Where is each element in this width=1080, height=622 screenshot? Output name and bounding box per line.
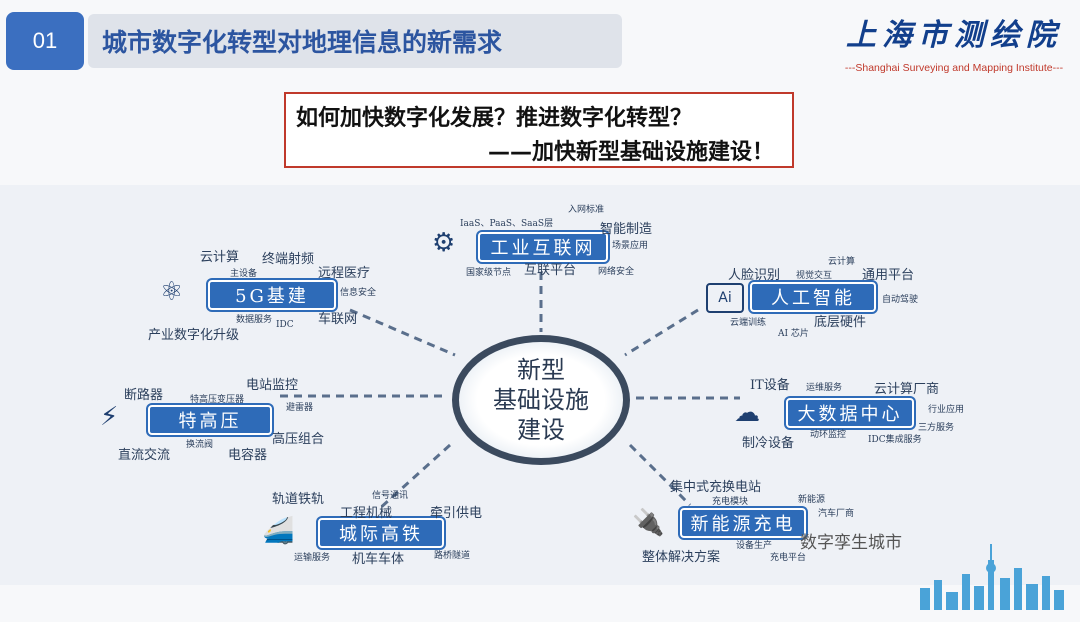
term: 机车车体 xyxy=(352,552,405,567)
term: 运输服务 xyxy=(294,553,331,563)
term: 通用平台 xyxy=(862,268,915,283)
node-uhv: 特高压 xyxy=(148,405,272,435)
term: 云端训练 xyxy=(730,318,767,328)
term: IDC集成服务 xyxy=(868,435,922,445)
term: 设备生产 xyxy=(736,541,773,551)
term: 牵引供电 xyxy=(430,506,483,521)
term: 云计算 xyxy=(200,250,240,265)
institute-logo: 上海市测绘院 ---Shanghai Surveying and Mapping… xyxy=(840,10,1068,74)
term: 行业应用 xyxy=(928,405,965,415)
cloud-data-icon: ☁ xyxy=(734,398,760,428)
term: 充电平台 xyxy=(770,553,807,563)
term: 信息安全 xyxy=(340,288,377,298)
node-industrial-internet: 工业互联网 xyxy=(478,232,608,262)
term: 数据服务 xyxy=(236,315,273,325)
term: 避雷器 xyxy=(286,403,314,413)
train-icon: 🚄 xyxy=(262,516,295,546)
callout-line-2: ——加快新型基础设施建设！ xyxy=(487,140,774,165)
slide-number-badge: 01 xyxy=(6,12,84,70)
term: 远程医疗 xyxy=(318,266,371,281)
ai-chip-icon: Ai xyxy=(706,283,744,313)
hub-line-3: 建设 xyxy=(517,416,565,444)
term: 终端射频 xyxy=(262,252,315,267)
power-tower-icon: ⚡ xyxy=(100,402,119,432)
term: 整体解决方案 xyxy=(642,550,721,565)
hub-line-2: 基础设施 xyxy=(493,386,589,414)
term: 集中式充换电站 xyxy=(670,480,762,495)
term: 轨道铁轨 xyxy=(272,492,325,507)
term: 车联网 xyxy=(318,312,358,327)
node-big-data: 大数据中心 xyxy=(786,398,914,428)
term: 高压组合 xyxy=(272,432,325,447)
term: 汽车厂商 xyxy=(818,509,855,519)
slide-title: 城市数字化转型对地理信息的新需求 xyxy=(88,14,622,68)
term: 电容器 xyxy=(228,448,268,463)
term: 自动驾驶 xyxy=(882,295,919,305)
term: 场景应用 xyxy=(612,241,649,251)
term: 三方服务 xyxy=(918,423,955,433)
atom-icon: ⚛ xyxy=(160,277,184,307)
term: 互联平台 xyxy=(524,263,577,278)
node-ai: 人工智能 xyxy=(750,282,876,312)
term: 运维服务 xyxy=(806,383,843,393)
term: IT设备 xyxy=(750,378,790,393)
term: 路桥隧道 xyxy=(434,551,471,561)
city-skyline-icon xyxy=(920,544,1064,610)
term: 主设备 xyxy=(230,269,258,279)
term: IaaS、PaaS、SaaS层 xyxy=(460,219,554,229)
logo-chinese: 上海市测绘院 xyxy=(846,18,1062,53)
term: 新能源 xyxy=(798,495,826,505)
node-5g: 5G基建 xyxy=(208,280,336,310)
term: 换流阀 xyxy=(186,440,214,450)
term: 云计算 xyxy=(828,257,856,267)
logo-english: ---Shanghai Surveying and Mapping Instit… xyxy=(844,62,1064,74)
hub-line-1: 新型 xyxy=(517,356,565,384)
term: AI 芯片 xyxy=(778,329,809,339)
term: 动环监控 xyxy=(810,430,847,440)
question-callout: 如何加快数字化发展？推进数字化转型？ ——加快新型基础设施建设！ xyxy=(284,92,794,168)
term: 视觉交互 xyxy=(796,271,833,281)
node-ev-charging: 新能源充电 xyxy=(680,508,806,538)
robot-arm-icon: ⚙ xyxy=(432,228,456,258)
term: 制冷设备 xyxy=(742,436,795,451)
ev-charger-icon: 🔌 xyxy=(632,508,665,538)
callout-line-1: 如何加快数字化发展？推进数字化转型？ xyxy=(296,106,693,131)
term: 国家级节点 xyxy=(466,268,512,278)
term: 特高压变压器 xyxy=(190,395,245,405)
term: 信号通讯 xyxy=(372,491,409,501)
term: 智能制造 xyxy=(600,222,653,237)
term: 人脸识别 xyxy=(728,268,781,283)
term: 充电模块 xyxy=(712,497,749,507)
term: 直流交流 xyxy=(118,448,171,463)
term: 入网标准 xyxy=(568,205,605,215)
term: IDC xyxy=(276,320,294,330)
hub-circle: 新型 基础设施 建设 xyxy=(452,335,630,465)
term: 网络安全 xyxy=(598,267,635,277)
watermark-text: 数字孪生城市 xyxy=(800,533,902,553)
node-intercity-rail: 城际高铁 xyxy=(318,518,444,548)
term: 云计算厂商 xyxy=(874,382,940,397)
term: 底层硬件 xyxy=(814,315,867,330)
term: 工程机械 xyxy=(340,506,393,521)
term: 断路器 xyxy=(124,388,164,403)
term: 电站监控 xyxy=(246,378,299,393)
term: 产业数字化升级 xyxy=(148,328,240,343)
